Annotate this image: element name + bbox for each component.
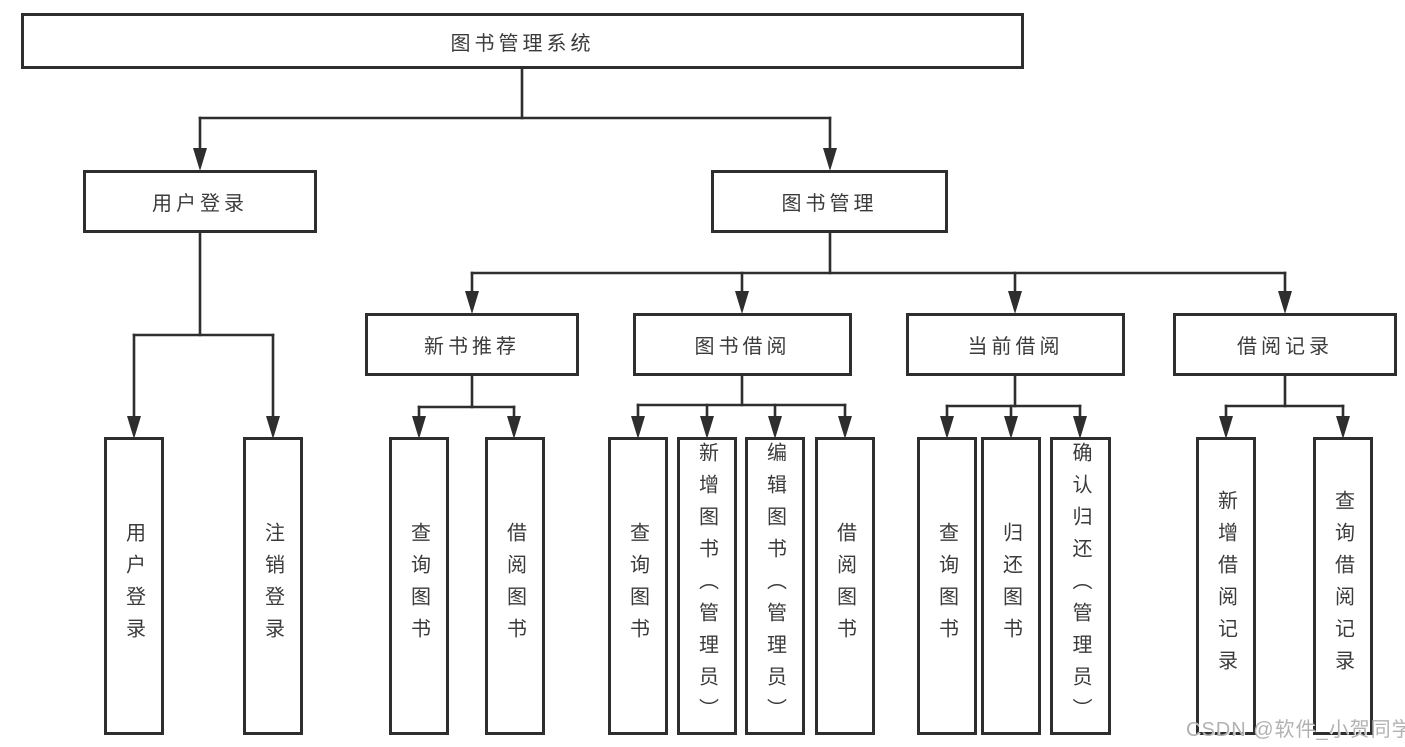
- node-bb-add-books-admin: 新增图书（管理员）: [677, 437, 737, 735]
- node-book-borrowing: 图书借阅: [633, 313, 852, 376]
- node-nbr-borrow-books: 借阅图书: [485, 437, 545, 735]
- node-cb-confirm-return-admin: 确认归还（管理员）: [1050, 437, 1111, 735]
- node-bb-borrow-books: 借阅图书: [815, 437, 875, 735]
- watermark: CSDN @软件_小贺同学: [1186, 719, 1405, 741]
- node-cb-return-books: 归还图书: [981, 437, 1041, 735]
- node-cb-query-books: 查询图书: [917, 437, 977, 735]
- node-book-management: 图书管理: [711, 170, 948, 233]
- node-bb-query-books: 查询图书: [608, 437, 668, 735]
- node-br-query-record: 查询借阅记录: [1313, 437, 1373, 735]
- node-nbr-query-books: 查询图书: [389, 437, 449, 735]
- node-new-book-recommendation: 新书推荐: [365, 313, 579, 376]
- node-current-borrowing: 当前借阅: [906, 313, 1125, 376]
- node-br-add-record: 新增借阅记录: [1196, 437, 1256, 735]
- node-logout-action: 注销登录: [243, 437, 303, 735]
- node-user-login-action: 用户登录: [104, 437, 164, 735]
- node-user-login: 用户登录: [83, 170, 317, 233]
- node-library-management-system: 图书管理系统: [21, 13, 1024, 69]
- node-bb-edit-books-admin: 编辑图书（管理员）: [745, 437, 805, 735]
- node-borrowing-records: 借阅记录: [1173, 313, 1397, 376]
